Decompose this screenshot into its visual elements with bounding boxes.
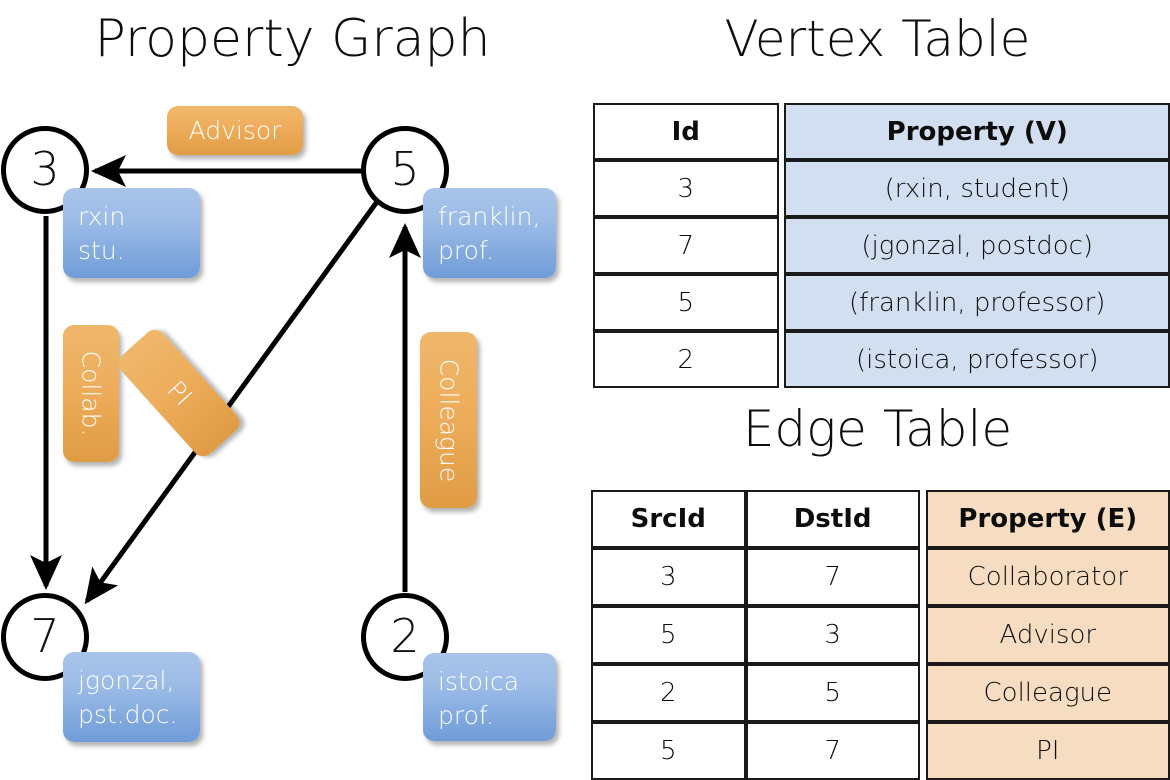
graph-node-3-role: stu. — [78, 236, 125, 265]
edge-row-0-property: Collaborator — [925, 548, 1170, 606]
vertex-row-1-property: (jgonzal, postdoc) — [784, 217, 1170, 274]
edge-table-header-row: SrcId DstId Property (E) — [591, 490, 1170, 548]
edge-table-header-srcid: SrcId — [591, 490, 746, 548]
graph-node-2[interactable]: 2 — [361, 593, 449, 681]
graph-node-5-id: 5 — [390, 142, 420, 196]
graph-node-2-property-box[interactable]: istoica prof. — [423, 653, 556, 741]
vertex-table-header-id: Id — [593, 103, 779, 160]
graph-node-7-name: jgonzal, — [78, 666, 175, 695]
graph-node-3-property-box[interactable]: rxin stu. — [63, 188, 200, 278]
vertex-row-1-id: 7 — [593, 217, 779, 274]
table-row[interactable]: 2 5 Colleague — [591, 664, 1170, 722]
vertex-row-0-id: 3 — [593, 160, 779, 217]
edge-label-colleague-text: Colleague — [434, 358, 464, 482]
page-title-vertex-table: Vertex Table — [724, 10, 1031, 68]
edge-table-header-property: Property (E) — [925, 490, 1170, 548]
table-row[interactable]: 7 (jgonzal, postdoc) — [593, 217, 1170, 274]
vertex-row-0-property: (rxin, student) — [784, 160, 1170, 217]
vertex-row-3-property: (istoica, professor) — [784, 331, 1170, 388]
edge-row-0-src: 3 — [591, 548, 746, 606]
vertex-table-header-row: Id Property (V) — [593, 103, 1170, 160]
edge-label-pi-text: PI — [160, 374, 198, 412]
graph-node-7-role: pst.doc. — [78, 700, 178, 729]
table-row[interactable]: 5 (franklin, professor) — [593, 274, 1170, 331]
page-title-property-graph: Property Graph — [94, 9, 491, 69]
vertex-row-2-id: 5 — [593, 274, 779, 331]
graph-node-3-id: 3 — [30, 142, 60, 196]
table-row[interactable]: 5 7 PI — [591, 722, 1170, 780]
page-title-edge-table: Edge Table — [742, 400, 1013, 458]
vertex-row-2-property: (franklin, professor) — [784, 274, 1170, 331]
graph-node-7-property-box[interactable]: jgonzal, pst.doc. — [63, 652, 200, 742]
vertex-row-3-id: 2 — [593, 331, 779, 388]
table-row[interactable]: 5 3 Advisor — [591, 606, 1170, 664]
graph-node-5[interactable]: 5 — [361, 126, 449, 214]
table-row[interactable]: 2 (istoica, professor) — [593, 331, 1170, 388]
vertex-table: Id Property (V) 3 (rxin, student) 7 (jgo… — [593, 103, 1170, 388]
property-graph-diagram: 3 rxin stu. 5 franklin, prof. 7 jgonzal,… — [0, 0, 585, 760]
edge-row-3-dst: 7 — [745, 722, 920, 780]
graph-node-5-role: prof. — [438, 236, 494, 265]
graph-edge-lines — [30, 155, 421, 605]
graph-node-5-name: franklin, — [438, 202, 541, 231]
edge-row-3-property: PI — [925, 722, 1170, 780]
vertex-table-header-property: Property (V) — [784, 103, 1170, 160]
edge-line-pi — [84, 197, 382, 605]
edge-row-1-property: Advisor — [925, 606, 1170, 664]
graph-node-2-role: prof. — [438, 701, 494, 730]
edge-row-0-dst: 7 — [745, 548, 920, 606]
edge-row-2-dst: 5 — [745, 664, 920, 722]
graph-node-3-name: rxin — [78, 202, 126, 231]
edge-label-advisor-text: Advisor — [188, 116, 282, 145]
edge-label-advisor[interactable]: Advisor — [167, 106, 303, 155]
edge-label-collab-text: Collab. — [76, 350, 106, 437]
edge-table: SrcId DstId Property (E) 3 7 Collaborato… — [591, 490, 1170, 780]
graph-node-2-id: 2 — [390, 609, 420, 663]
edge-label-collab[interactable]: Collab. — [63, 325, 119, 462]
edge-row-1-dst: 3 — [745, 606, 920, 664]
graph-node-5-property-box[interactable]: franklin, prof. — [423, 188, 556, 278]
edge-row-3-src: 5 — [591, 722, 746, 780]
table-row[interactable]: 3 7 Collaborator — [591, 548, 1170, 606]
edge-row-2-property: Colleague — [925, 664, 1170, 722]
graph-node-2-name: istoica — [438, 667, 520, 696]
edge-row-1-src: 5 — [591, 606, 746, 664]
edge-row-2-src: 2 — [591, 664, 746, 722]
graph-node-7-id: 7 — [30, 609, 60, 663]
edge-label-colleague[interactable]: Colleague — [420, 332, 477, 508]
edge-table-header-dstid: DstId — [745, 490, 920, 548]
table-row[interactable]: 3 (rxin, student) — [593, 160, 1170, 217]
